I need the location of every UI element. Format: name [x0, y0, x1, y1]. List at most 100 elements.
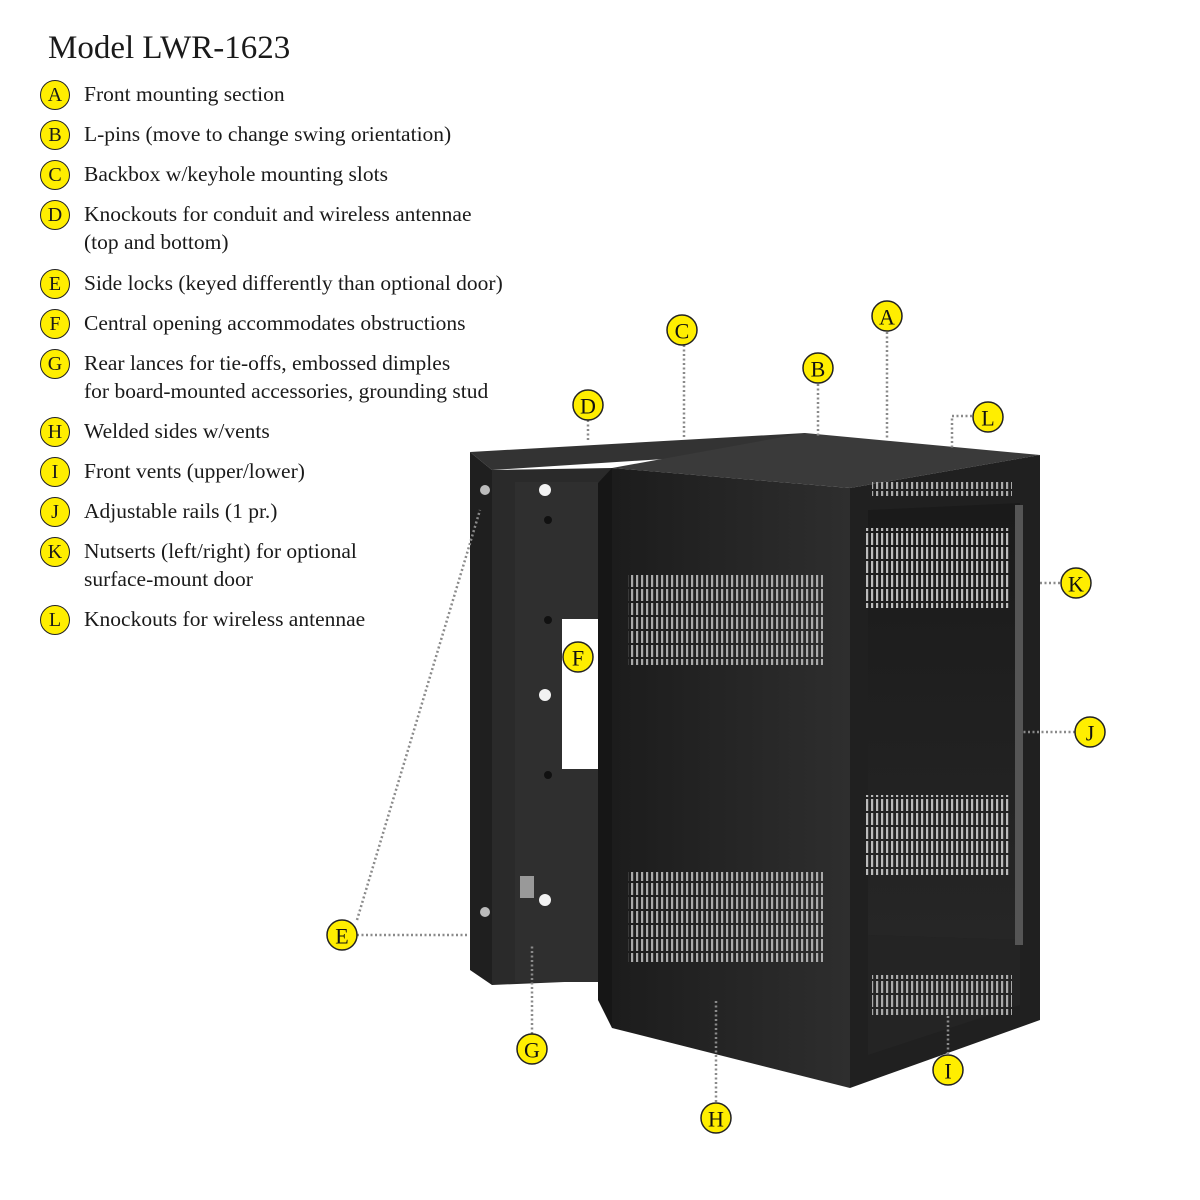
- legend-badge-b: B: [40, 120, 70, 150]
- legend-item-g: G Rear lances for tie-offs, embossed dim…: [40, 349, 488, 405]
- leader-e-upper: [355, 509, 482, 921]
- callout-c: C: [666, 314, 698, 346]
- callout-k: K: [1060, 567, 1092, 599]
- callout-k-letter: K: [1068, 572, 1084, 597]
- side-vents-lower: [628, 872, 823, 962]
- legend-badge-g: G: [40, 349, 70, 379]
- legend-text-c: Backbox w/keyhole mounting slots: [84, 162, 388, 186]
- legend-text-l: Knockouts for wireless antennae: [84, 607, 366, 631]
- callout-d: D: [572, 389, 604, 421]
- callout-l: L: [972, 401, 1004, 433]
- side-vents-upper: [628, 575, 823, 665]
- legend-badge-i: I: [40, 457, 70, 487]
- backbox-top: [470, 433, 805, 470]
- callout-l-letter: L: [981, 406, 994, 431]
- label-plate: [520, 876, 534, 898]
- legend-badge-e: E: [40, 269, 70, 299]
- legend-badge-f: F: [40, 309, 70, 339]
- dimple-2: [544, 616, 552, 624]
- leader-l: [950, 414, 972, 448]
- callout-j-letter: J: [1086, 721, 1095, 746]
- callout-d-letter: D: [580, 394, 596, 419]
- front-section: [598, 433, 1040, 1088]
- cabinet-side-edge: [598, 468, 612, 1028]
- callout-a-circle: [871, 300, 903, 332]
- legend-text-f: Central opening accommodates obstruction…: [84, 311, 466, 335]
- callout-g-circle: [516, 1033, 548, 1065]
- legend-text-h: Welded sides w/vents: [84, 419, 270, 443]
- callout-k-circle: [1060, 567, 1092, 599]
- callout-h: H: [700, 1102, 732, 1134]
- callout-i: I: [932, 1054, 964, 1086]
- callout-i-letter: I: [944, 1059, 951, 1084]
- legend-badge-d: D: [40, 200, 70, 230]
- callout-f: F: [562, 641, 594, 673]
- legend-text-a: Front mounting section: [84, 82, 285, 106]
- legend-badge-c: C: [40, 160, 70, 190]
- callout-e: E: [326, 919, 358, 951]
- screw-bottom: [480, 907, 490, 917]
- legend-text-i: Front vents (upper/lower): [84, 459, 305, 483]
- interior-vents-upper: [865, 528, 1010, 608]
- central-opening: [562, 619, 598, 769]
- legend-badge-k: K: [40, 537, 70, 567]
- callout-b: B: [802, 352, 834, 384]
- cabinet-side: [612, 468, 850, 1088]
- callout-a: A: [871, 300, 903, 332]
- backbox-left-flange: [470, 452, 492, 985]
- callout-b-letter: B: [811, 357, 826, 382]
- keyhole-2: [539, 689, 551, 701]
- backbox: [470, 433, 805, 985]
- legend-item-h: H Welded sides w/vents: [40, 417, 270, 447]
- legend-item-a: A Front mounting section: [40, 80, 285, 110]
- cabinet-opening: [868, 503, 1020, 940]
- cabinet-front-frame: [850, 455, 1040, 1088]
- callout-b-circle: [802, 352, 834, 384]
- legend-text-e: Side locks (keyed differently than optio…: [84, 271, 503, 295]
- callout-g-letter: G: [524, 1038, 540, 1063]
- callout-e-circle: [326, 919, 358, 951]
- callout-c-circle: [666, 314, 698, 346]
- legend-item-c: C Backbox w/keyhole mounting slots: [40, 160, 388, 190]
- callout-e-letter: E: [335, 924, 348, 949]
- callout-h-circle: [700, 1102, 732, 1134]
- backbox-inner-wall: [492, 468, 612, 985]
- callout-f-circle: [562, 641, 594, 673]
- legend-item-d: D Knockouts for conduit and wireless ant…: [40, 200, 471, 256]
- backbox-panel: [515, 482, 599, 982]
- callout-h-letter: H: [708, 1107, 724, 1132]
- screw-top: [480, 485, 490, 495]
- legend-badge-h: H: [40, 417, 70, 447]
- legend-item-b: B L-pins (move to change swing orientati…: [40, 120, 451, 150]
- legend-text-k: Nutserts (left/right) for optional surfa…: [84, 539, 357, 591]
- interior-vents-lower: [865, 795, 1010, 875]
- keyhole-1: [539, 484, 551, 496]
- callout-f-letter: F: [572, 646, 584, 671]
- legend-text-g: Rear lances for tie-offs, embossed dimpl…: [84, 351, 489, 403]
- dimple-3: [544, 771, 552, 779]
- legend-item-k: K Nutserts (left/right) for optional sur…: [40, 537, 357, 593]
- callout-c-letter: C: [675, 319, 690, 344]
- callout-i-circle: [932, 1054, 964, 1086]
- diagram-title: Model LWR-1623: [48, 30, 291, 66]
- legend-item-f: F Central opening accommodates obstructi…: [40, 309, 466, 339]
- legend-item-i: I Front vents (upper/lower): [40, 457, 305, 487]
- legend-badge-j: J: [40, 497, 70, 527]
- front-vents-upper: [872, 482, 1012, 496]
- adjustable-rail: [1015, 505, 1023, 945]
- legend-badge-a: A: [40, 80, 70, 110]
- callout-d-circle: [572, 389, 604, 421]
- front-vents-lower: [872, 975, 1012, 1015]
- legend-badge-l: L: [40, 605, 70, 635]
- callout-j: J: [1074, 716, 1106, 748]
- callout-l-circle: [972, 401, 1004, 433]
- leader-lines: [355, 332, 1075, 1102]
- callout-g: G: [516, 1033, 548, 1065]
- legend-text-d: Knockouts for conduit and wireless anten…: [84, 202, 472, 254]
- legend-item-j: J Adjustable rails (1 pr.): [40, 497, 277, 527]
- legend-text-j: Adjustable rails (1 pr.): [84, 499, 278, 523]
- callout-j-circle: [1074, 716, 1106, 748]
- legend-item-l: L Knockouts for wireless antennae: [40, 605, 365, 635]
- legend-item-e: E Side locks (keyed differently than opt…: [40, 269, 503, 299]
- keyhole-3: [539, 894, 551, 906]
